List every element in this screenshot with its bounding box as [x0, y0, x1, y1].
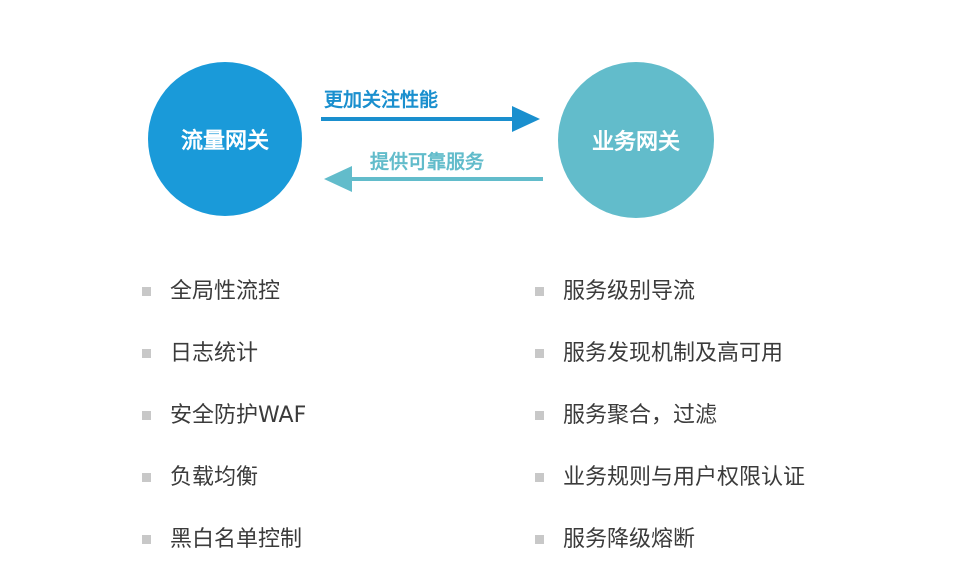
bullet-icon: [535, 473, 544, 482]
bullet-icon: [142, 473, 151, 482]
list-item: 服务聚合，过滤: [535, 401, 805, 463]
backward-arrow-label: 提供可靠服务: [370, 151, 485, 173]
arrows: [321, 106, 543, 192]
traffic-gateway-features: 全局性流控 日志统计 安全防护WAF 负载均衡 黑白名单控制: [142, 277, 306, 587]
business-gateway-features: 服务级别导流 服务发现机制及高可用 服务聚合，过滤 业务规则与用户权限认证 服务…: [535, 277, 805, 587]
bullet-icon: [535, 287, 544, 296]
bullet-icon: [142, 411, 151, 420]
forward-arrow-label: 更加关注性能: [324, 89, 439, 111]
list-item: 服务降级熔断: [535, 525, 805, 587]
business-gateway-node: 业务网关: [558, 62, 714, 218]
backward-arrow-icon: [324, 166, 543, 192]
forward-arrow-icon: [321, 106, 540, 132]
bullet-icon: [535, 349, 544, 358]
list-item: 安全防护WAF: [142, 401, 306, 463]
bullet-icon: [142, 535, 151, 544]
list-item: 黑白名单控制: [142, 525, 306, 587]
list-item: 服务发现机制及高可用: [535, 339, 805, 401]
traffic-gateway-node: 流量网关: [148, 62, 302, 216]
list-item: 日志统计: [142, 339, 306, 401]
business-gateway-label: 业务网关: [591, 130, 680, 155]
list-item: 服务级别导流: [535, 277, 805, 339]
list-item: 全局性流控: [142, 277, 306, 339]
traffic-gateway-label: 流量网关: [180, 129, 269, 154]
list-item: 业务规则与用户权限认证: [535, 463, 805, 525]
bullet-icon: [535, 411, 544, 420]
bullet-icon: [142, 287, 151, 296]
list-item: 负载均衡: [142, 463, 306, 525]
bullet-icon: [142, 349, 151, 358]
bullet-icon: [535, 535, 544, 544]
